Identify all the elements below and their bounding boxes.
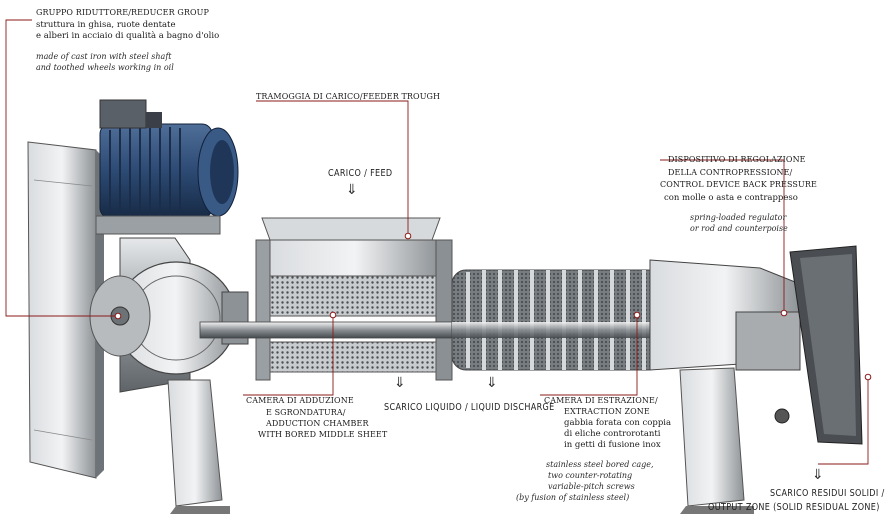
liquid-title: SCARICO LIQUIDO / LIQUID DISCHARGE (384, 402, 555, 413)
control-en-line-1: spring-loaded regulator (690, 213, 787, 222)
adduction-chamber (255, 217, 453, 381)
adduction-line-2: E SGRONDATURA/ (266, 408, 346, 417)
extraction-en-line-4: (by fusion of stainless steel) (516, 493, 630, 502)
extraction-it-line-2: di eliche controrotanti (564, 429, 661, 439)
reducer-en-line-2: and toothed wheels working in oil (36, 63, 174, 72)
extraction-title-line-1: CAMERA DI ESTRAZIONE/ (544, 396, 658, 405)
leader-dots (114, 232, 872, 381)
extraction-it-line-1: gabbia forata con coppia (564, 418, 672, 428)
output-line-1: SCARICO RESIDUI SOLIDI / (770, 488, 885, 499)
right-stand (679, 367, 754, 514)
extraction-en-line-1: stainless steel bored cage, (546, 460, 654, 469)
extraction-en-line-2: two counter-rotating (548, 471, 633, 480)
feeder-title: TRAMOGGIA DI CARICO/FEEDER TROUGH (256, 92, 441, 101)
control-title-line-1: DISPOSITIVO DI REGOLAZIONE (668, 155, 806, 164)
electric-motor (95, 99, 239, 235)
reducer-title: GRUPPO RIDUTTORE/REDUCER GROUP (36, 8, 209, 17)
reducer-gearbox (89, 237, 249, 393)
feed-title: CARICO / FEED (328, 168, 393, 179)
output-housing (649, 245, 863, 445)
extraction-en-line-3: variable-pitch screws (548, 482, 635, 491)
left-stand (167, 379, 230, 514)
extraction-cage (451, 269, 663, 371)
control-it-line: con molle o asta e contrappeso (664, 193, 798, 203)
output-arrow-icon: ⇓ (812, 467, 824, 483)
liquid-arrow-icon-left: ⇓ (394, 375, 406, 391)
control-title-line-3: CONTROL DEVICE BACK PRESSURE (660, 180, 817, 189)
reducer-en-line-1: made of cast iron with steel shaft (36, 52, 172, 61)
control-title-line-2: DELLA CONTROPRESSIONE/ (668, 168, 793, 177)
leader-lines (5, 19, 869, 465)
reducer-it-line-2: e alberi in acciaio di qualità a bagno d… (36, 31, 220, 41)
extraction-title-line-2: EXTRACTION ZONE (564, 407, 650, 416)
extraction-it-line-3: in getti di fusione inox (564, 440, 661, 450)
adduction-line-4: WITH BORED MIDDLE SHEET (258, 430, 388, 439)
adduction-line-1: CAMERA DI ADDUZIONE (246, 396, 354, 405)
control-en-line-2: or rod and counterpoise (690, 224, 788, 233)
feed-arrow-icon: ⇓ (346, 182, 358, 198)
reducer-it-line-1: struttura in ghisa, ruote dentate (36, 20, 176, 30)
liquid-arrow-icon-right: ⇓ (486, 375, 498, 391)
output-line-2: OUTPUT ZONE (SOLID RESIDUAL ZONE) (708, 502, 880, 513)
adduction-line-3: ADDUCTION CHAMBER (266, 419, 369, 428)
